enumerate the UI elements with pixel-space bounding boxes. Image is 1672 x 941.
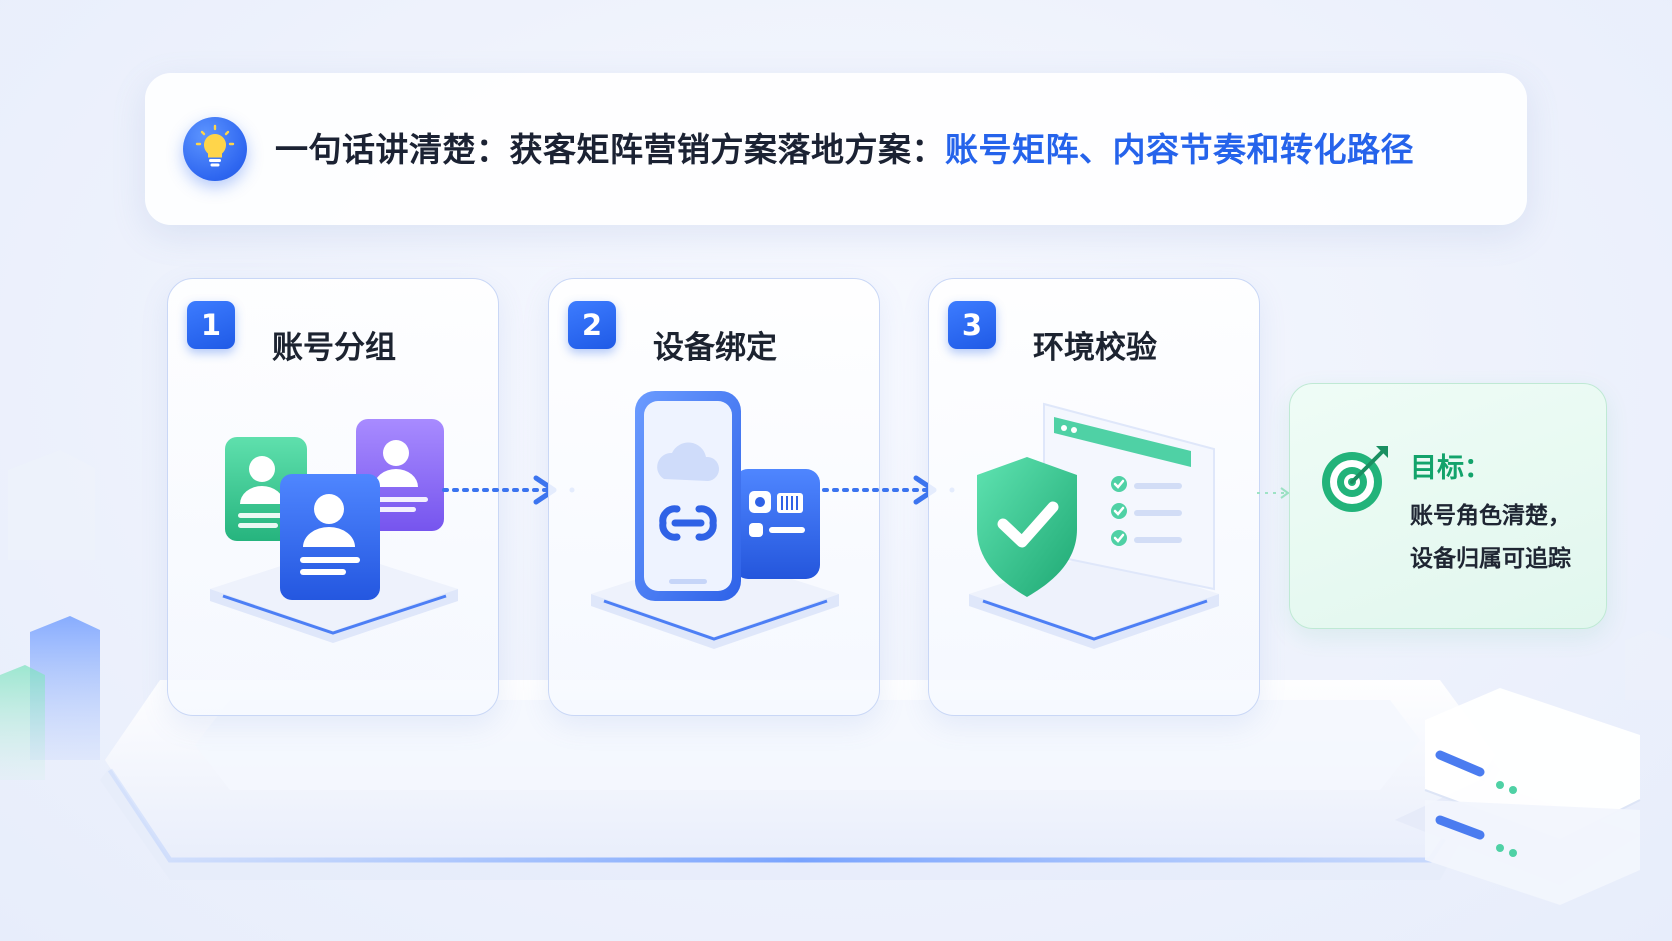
lightbulb-icon xyxy=(183,117,247,181)
flow-arrow-3 xyxy=(1257,487,1290,499)
phone-link-icon xyxy=(591,391,839,649)
goal-card: 目标： 账号角色清楚， 设备归属可追踪 xyxy=(1289,383,1607,629)
goal-line-1: 账号角色清楚， xyxy=(1410,503,1571,529)
step-card-environment-check: 3 环境校验 xyxy=(928,278,1260,716)
title-highlight: 账号矩阵、内容节奏和转化路径 xyxy=(945,130,1414,169)
step-title: 账号分组 xyxy=(272,330,396,366)
goal-line-2: 设备归属可追踪 xyxy=(1410,546,1571,572)
shield-check-icon xyxy=(969,402,1219,649)
step-number: 3 xyxy=(948,301,996,349)
page-title: 一句话讲清楚：获客矩阵营销方案落地方案：账号矩阵、内容节奏和转化路径 xyxy=(275,123,1414,171)
target-icon xyxy=(1322,446,1388,512)
step-card-account-grouping: 1 账号分组 xyxy=(167,278,499,716)
step-card-device-binding: 2 设备绑定 xyxy=(548,278,880,716)
title-prefix: 一句话讲清楚：获客矩阵营销方案落地方案： xyxy=(275,130,945,169)
summary-banner: 一句话讲清楚：获客矩阵营销方案落地方案：账号矩阵、内容节奏和转化路径 xyxy=(145,73,1527,225)
account-cards-icon xyxy=(210,419,458,643)
step-number: 1 xyxy=(187,301,235,349)
step-title: 设备绑定 xyxy=(653,330,777,366)
step-number: 2 xyxy=(568,301,616,349)
goal-label: 目标： xyxy=(1410,453,1491,484)
step-title: 环境校验 xyxy=(1033,330,1157,366)
